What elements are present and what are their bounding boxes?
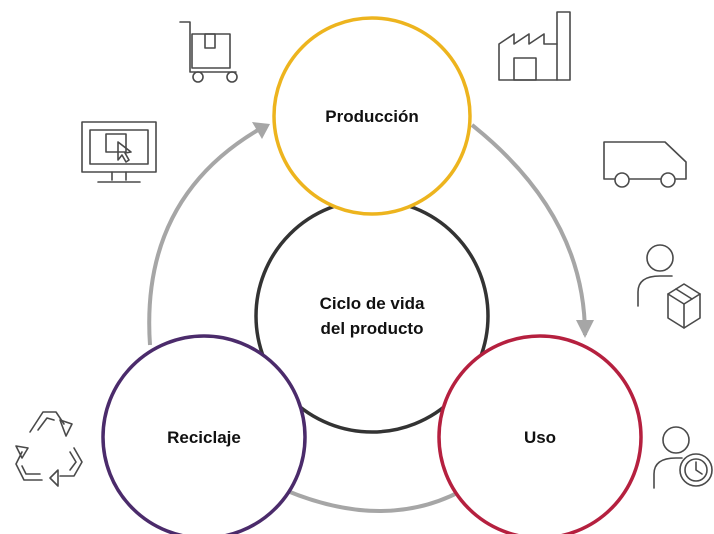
hand-truck-icon bbox=[179, 21, 238, 83]
arrowhead-to-production bbox=[252, 122, 270, 139]
arrow-recycling-to-production bbox=[147, 128, 260, 346]
computer-cursor-icon bbox=[81, 121, 157, 183]
center-title-line1: Ciclo de vida bbox=[320, 294, 425, 313]
production-circle bbox=[272, 16, 472, 216]
recycling-label: Reciclaje bbox=[167, 428, 241, 447]
person-clock-icon bbox=[653, 426, 713, 489]
use-label: Uso bbox=[524, 428, 556, 447]
delivery-van-icon bbox=[603, 141, 687, 188]
use-circle bbox=[437, 334, 643, 534]
production-label: Producción bbox=[325, 107, 419, 126]
person-package-icon bbox=[637, 244, 701, 329]
arrow-production-to-use bbox=[470, 123, 587, 336]
center-title-line2: del producto bbox=[321, 319, 424, 338]
recycling-circle bbox=[101, 334, 307, 534]
arrowhead-to-use bbox=[576, 320, 594, 338]
arrow-use-to-recycling bbox=[284, 484, 472, 514]
factory-icon bbox=[498, 11, 571, 81]
recycle-icon bbox=[15, 411, 83, 487]
